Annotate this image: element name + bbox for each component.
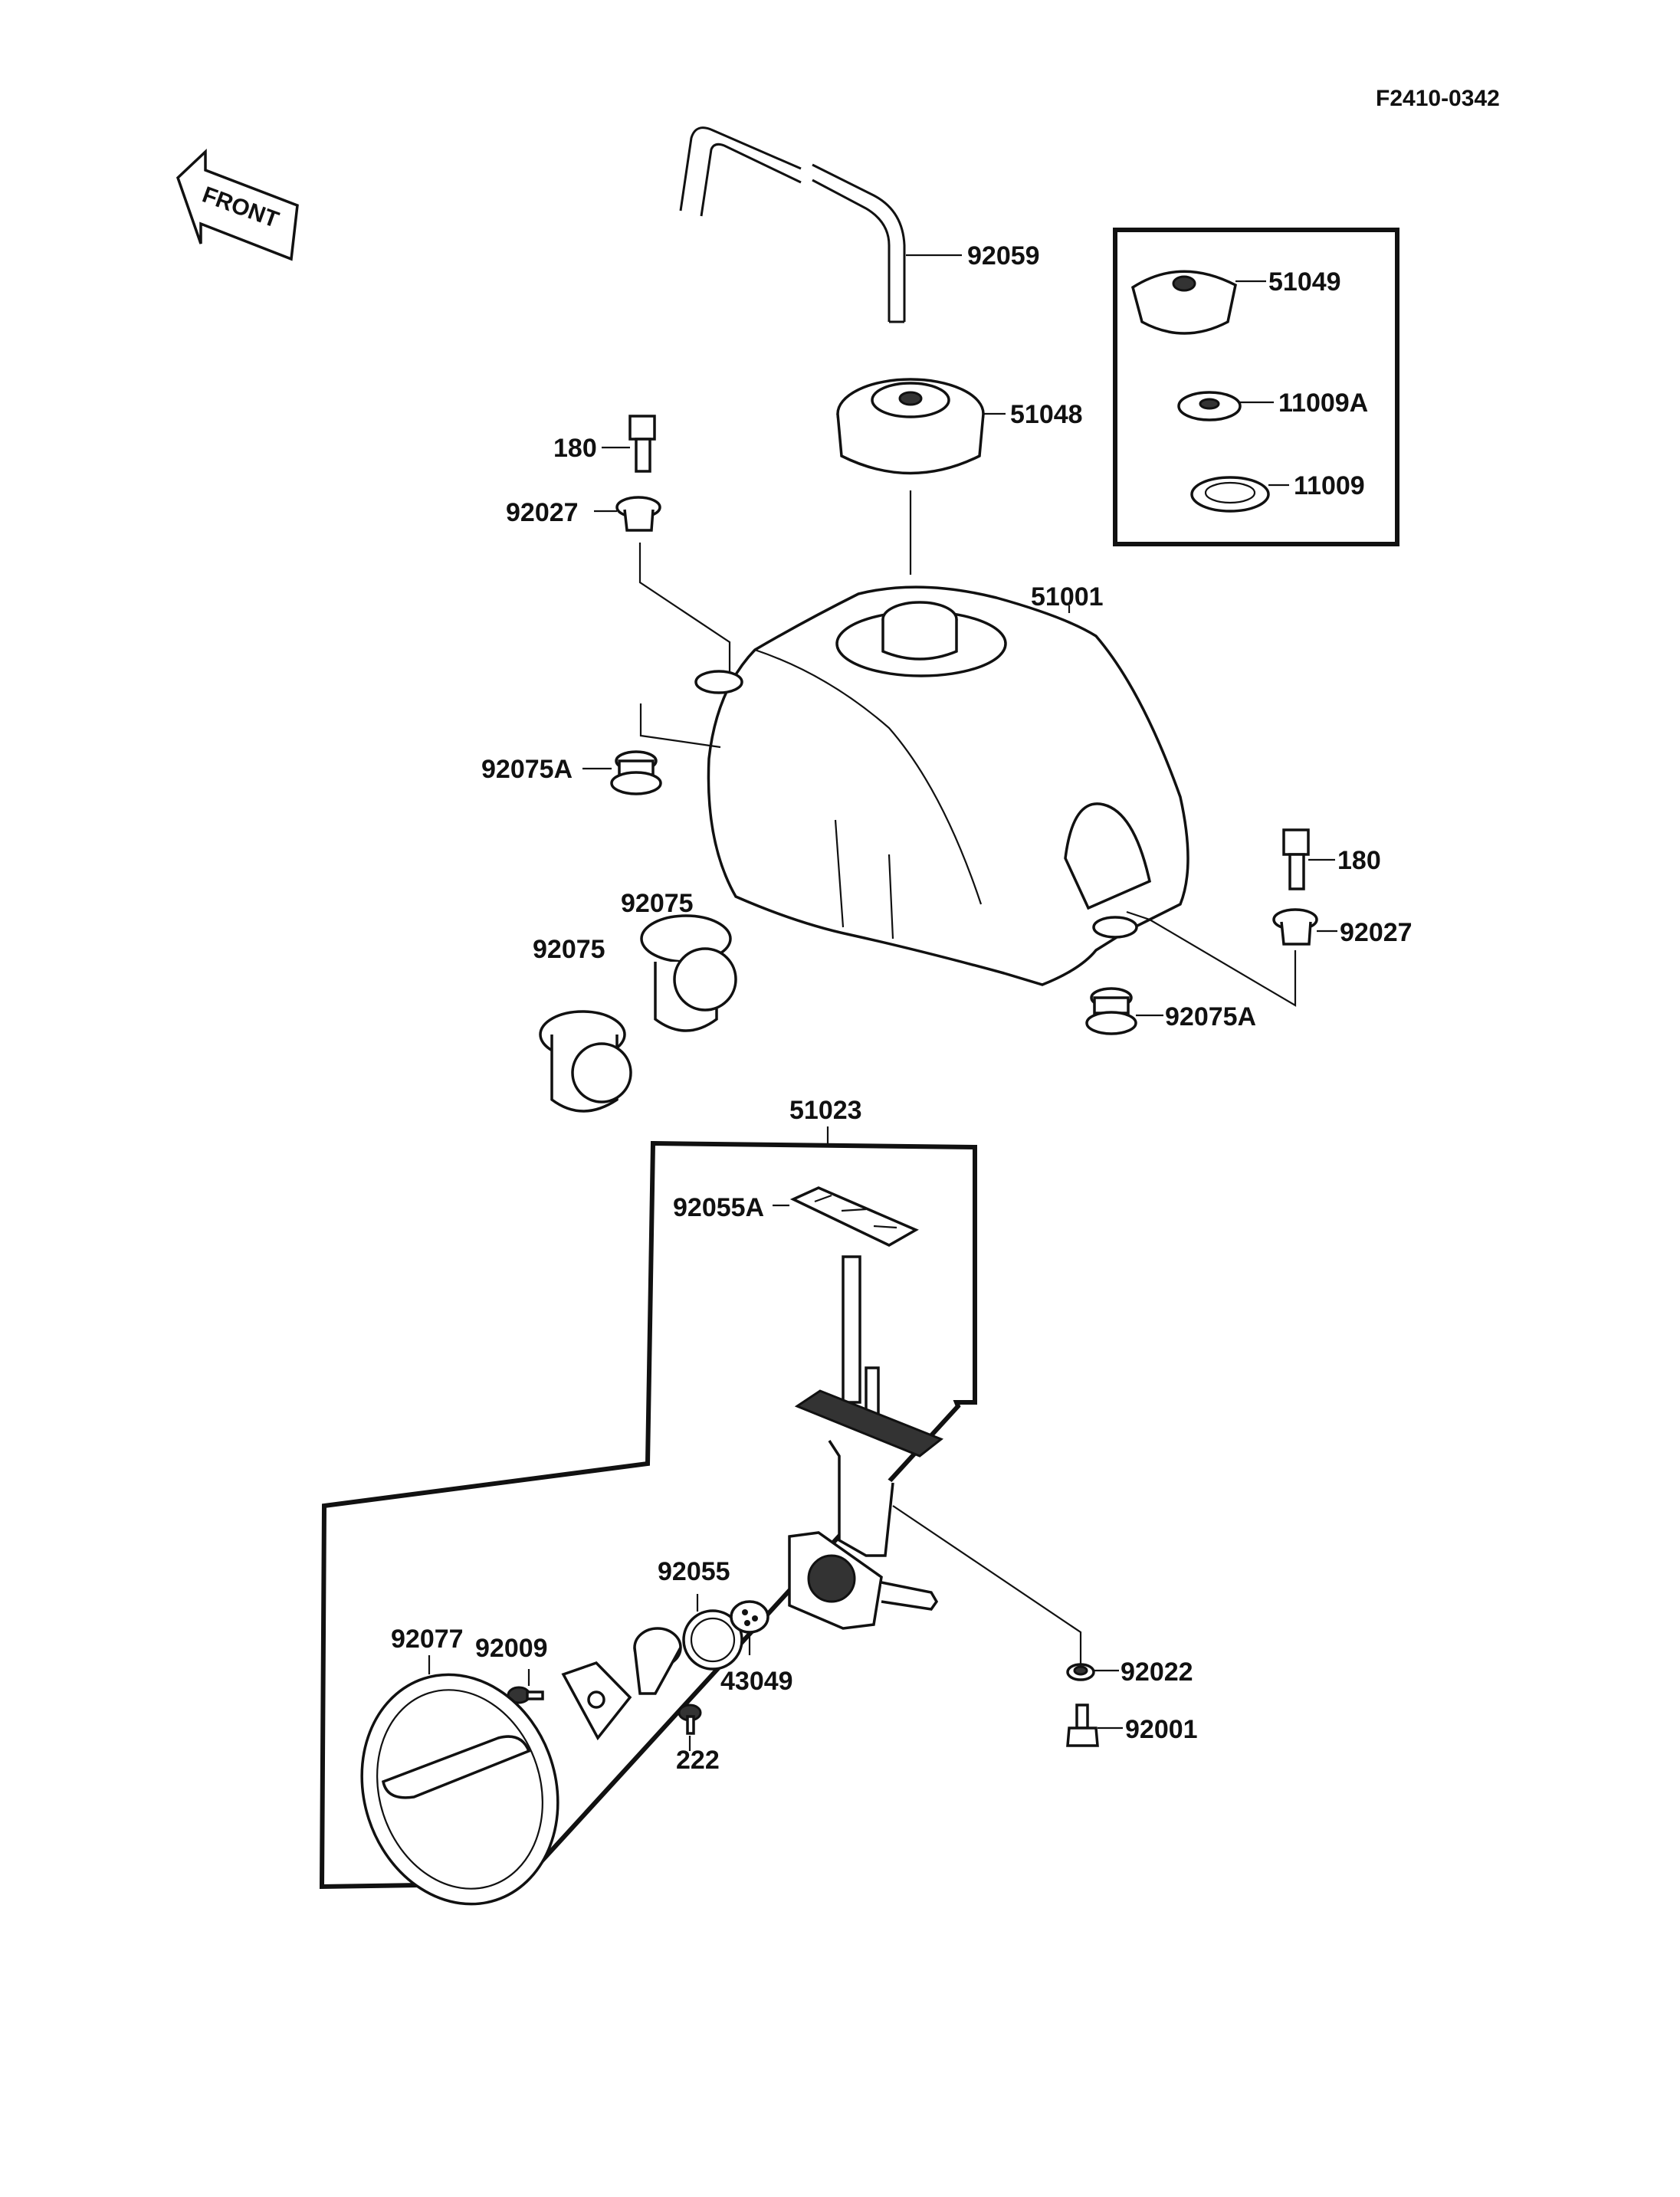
bolt-right — [1282, 828, 1310, 890]
label-92075-a: 92075 — [533, 935, 605, 964]
alternate-fuel-cap — [1130, 270, 1237, 335]
label-51023: 51023 — [789, 1096, 862, 1125]
label-92009: 92009 — [475, 1634, 548, 1663]
label-92027-left: 92027 — [506, 498, 579, 527]
collar-right — [1272, 908, 1318, 946]
label-51048: 51048 — [1010, 400, 1083, 429]
damper-left — [610, 703, 721, 795]
bolt-left — [628, 415, 656, 473]
label-11009A: 11009A — [1278, 389, 1368, 418]
collar-left — [615, 496, 661, 532]
cover-screw — [507, 1686, 544, 1704]
label-11009: 11009 — [1294, 471, 1365, 500]
label-92022: 92022 — [1121, 1658, 1193, 1687]
tap-washer — [1066, 1663, 1095, 1681]
cap-washer — [1177, 391, 1242, 421]
label-51049: 51049 — [1268, 267, 1341, 297]
oring — [682, 1609, 743, 1671]
label-51001: 51001 — [1031, 582, 1104, 612]
tap-bolt — [1066, 1703, 1099, 1747]
diagram-code: F2410-0342 — [1376, 86, 1500, 111]
tap-cover — [360, 1673, 559, 1906]
damper-a — [640, 914, 737, 1032]
fuel-cap — [836, 378, 985, 475]
cap-gasket — [1190, 476, 1270, 513]
label-92075A-left: 92075A — [481, 755, 573, 784]
alternate-parts-box — [1113, 228, 1399, 546]
label-92055: 92055 — [658, 1557, 730, 1586]
filter-plate — [730, 1600, 769, 1634]
cover-plate — [561, 1661, 632, 1741]
label-222: 222 — [676, 1746, 720, 1775]
label-92075-b: 92075 — [621, 889, 694, 918]
label-92075A-right: 92075A — [1165, 1002, 1256, 1031]
small-screw — [678, 1703, 702, 1735]
label-92027-right: 92027 — [1340, 918, 1413, 947]
label-180-left: 180 — [553, 434, 597, 463]
label-92055A: 92055A — [673, 1193, 764, 1222]
damper-b — [539, 1010, 632, 1113]
tap-gasket — [789, 1186, 919, 1247]
fuel-tap-body — [788, 1255, 943, 1630]
label-92059: 92059 — [967, 241, 1040, 271]
damper-right — [1085, 987, 1137, 1035]
label-92001: 92001 — [1125, 1715, 1198, 1744]
tap-lever — [633, 1627, 682, 1695]
front-arrow-icon: FRONT — [176, 148, 299, 261]
label-180-right: 180 — [1337, 846, 1381, 875]
fuel-tank — [694, 585, 1189, 986]
vent-hose — [679, 126, 906, 323]
label-43049: 43049 — [720, 1667, 793, 1696]
label-92077: 92077 — [391, 1625, 464, 1654]
